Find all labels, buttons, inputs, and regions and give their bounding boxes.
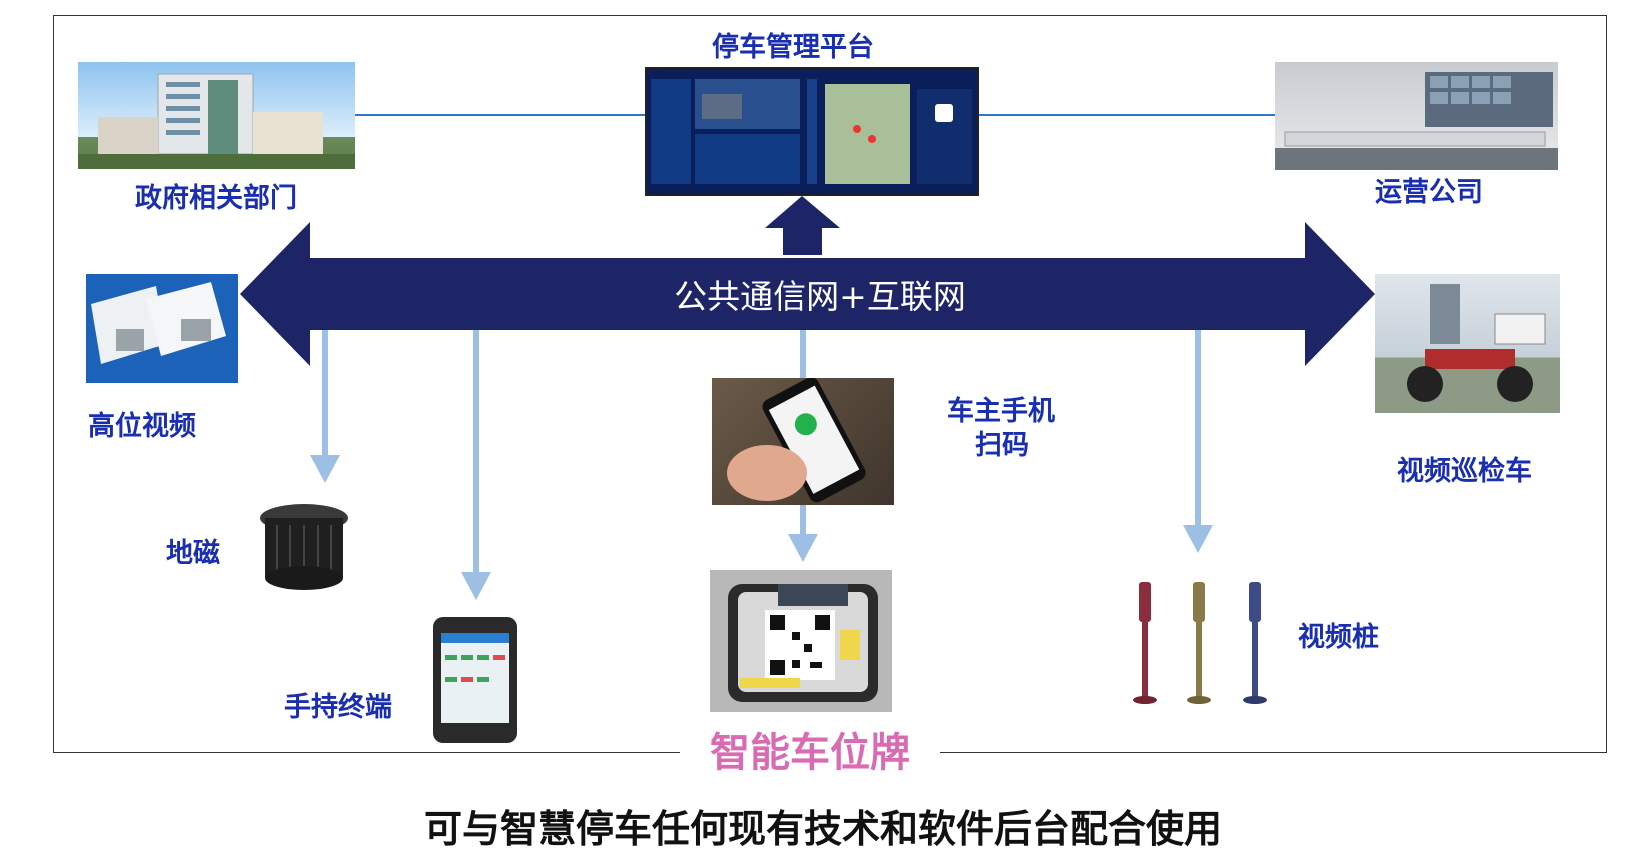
smart-sign-label: 智能车位牌 (680, 720, 940, 778)
handheld-terminal-image (425, 615, 525, 745)
patrol-car-label: 视频巡检车 (1397, 456, 1532, 487)
high-video-label: 高位视频 (88, 411, 196, 442)
operator-control-room-image (1275, 62, 1558, 170)
video-pile-label: 视频桩 (1298, 622, 1379, 653)
network-arrow (240, 222, 1375, 366)
geomagnetic-sensor-image (257, 500, 352, 595)
geomagnetic-label: 地磁 (166, 538, 220, 569)
phone-scan-label-line1: 车主手机 (947, 396, 1055, 427)
high-video-camera-image (86, 274, 238, 383)
network-label: 公共通信网+互联网 (674, 277, 966, 316)
arrow-to-handheld (461, 330, 491, 600)
arrow-to-video-pile (1183, 330, 1213, 553)
video-pile-image (1125, 580, 1280, 707)
platform-label: 停车管理平台 (712, 32, 874, 63)
phone-scan-label-line2: 扫码 (975, 430, 1029, 461)
government-building-image (78, 62, 355, 169)
footer-caption: 可与智慧停车任何现有技术和软件后台配合使用 (423, 807, 1222, 851)
government-label: 政府相关部门 (135, 183, 297, 214)
handheld-label: 手持终端 (284, 692, 392, 723)
smart-parking-sign-image (710, 570, 892, 712)
platform-screen-image (645, 67, 979, 196)
arrow-to-geomagnetic (310, 330, 340, 483)
arrow-to-sign (788, 505, 818, 562)
operator-label: 运营公司 (1375, 177, 1483, 208)
phone-scan-image (712, 378, 894, 505)
patrol-car-image (1375, 274, 1560, 413)
platform-up-arrow (765, 196, 840, 255)
